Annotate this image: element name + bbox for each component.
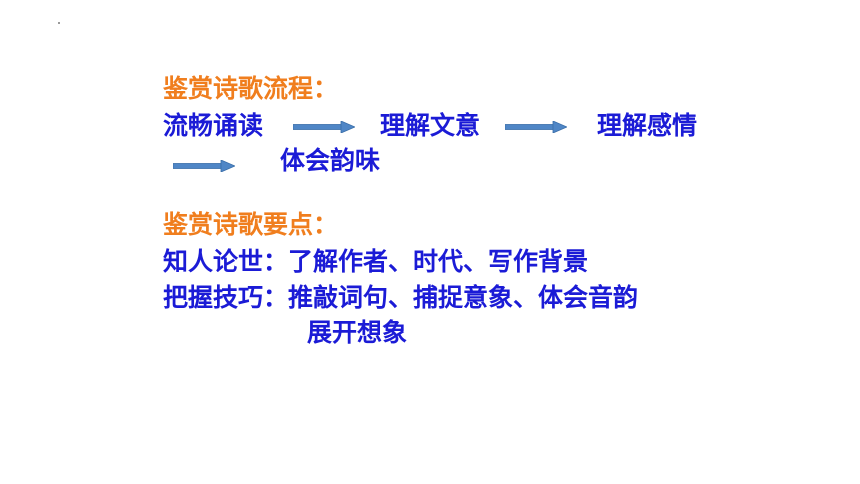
keypoint-context: 知人论世：了解作者、时代、写作背景 [163,247,589,276]
step-appreciate-charm: 体会韵味 [280,146,381,175]
keypoint-technique-continued: 展开想象 [307,318,408,347]
keypoints-heading: 鉴赏诗歌要点： [163,210,339,239]
process-heading: 鉴赏诗歌流程： [163,74,339,103]
step-fluent-reading: 流畅诵读 [163,111,264,140]
corner-dot [58,22,60,24]
flow-arrow-icon [505,121,567,133]
step-understand-meaning: 理解文意 [380,111,481,140]
flow-arrow-icon [293,121,355,133]
step-understand-emotion: 理解感情 [597,111,698,140]
flow-arrow-icon [173,160,235,172]
keypoint-technique: 把握技巧：推敲词句、捕捉意象、体会音韵 [163,283,639,312]
